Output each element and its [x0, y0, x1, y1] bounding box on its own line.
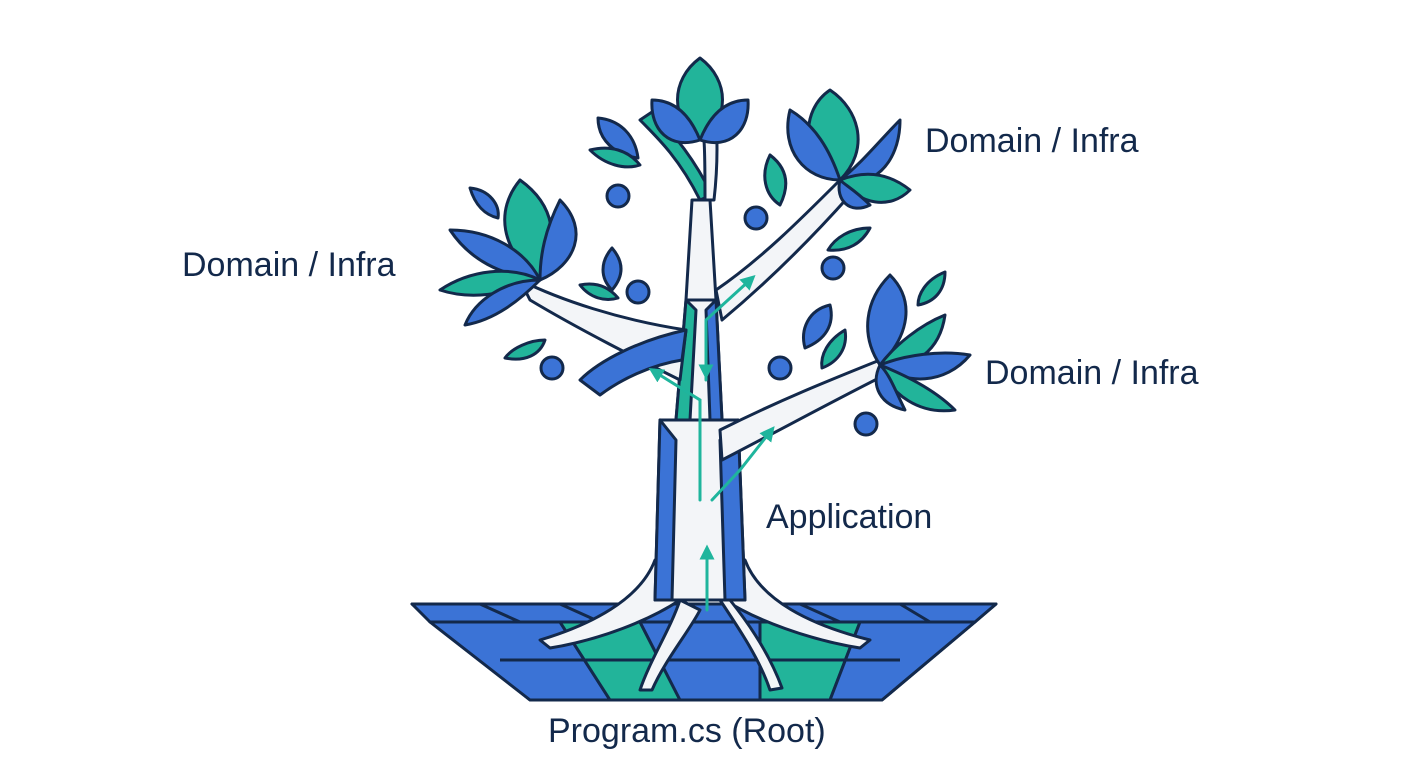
label-domain-infra-left: Domain / Infra: [182, 246, 396, 284]
leaf-icon: [463, 278, 542, 327]
circle-nodes: [539, 183, 879, 437]
label-application: Application: [766, 498, 933, 536]
circle-node-icon: [743, 205, 769, 231]
arrow-up-icon: [648, 368, 702, 442]
leaf-icon: [698, 98, 750, 145]
leaf-icon: [601, 246, 623, 292]
circle-node-icon: [625, 279, 651, 305]
flow-arrows: [648, 274, 775, 612]
twig-leaves: [503, 116, 872, 370]
leaf-icon: [588, 146, 642, 169]
leaf-icon: [820, 328, 848, 370]
ground-base: [410, 602, 998, 702]
arrow-up-icon: [710, 426, 775, 502]
leaf-icon: [916, 270, 947, 307]
leaf-icon: [874, 363, 907, 412]
leaf-icon: [578, 282, 620, 301]
label-program-root: Program.cs (Root): [548, 712, 826, 750]
leaf-cluster-top-right: [786, 88, 912, 210]
label-domain-infra-top-right: Domain / Infra: [925, 122, 1139, 160]
circle-node-icon: [605, 183, 631, 209]
circle-node-icon: [853, 411, 879, 437]
leaf-icon: [826, 226, 872, 252]
leaf-icon: [802, 303, 833, 350]
circle-node-icon: [820, 255, 846, 281]
roots: [538, 558, 872, 692]
leaf-icon: [763, 153, 788, 207]
circle-node-icon: [767, 355, 793, 381]
leaf-icon: [468, 186, 500, 220]
circle-node-icon: [539, 355, 565, 381]
leaf-icon: [837, 178, 872, 210]
label-domain-infra-mid-right: Domain / Infra: [985, 354, 1199, 392]
leaf-icon: [596, 116, 640, 160]
leaf-cluster-left: [438, 178, 578, 327]
leaf-icon: [503, 338, 547, 361]
leaf-cluster-mid-right: [866, 270, 972, 413]
leaf-cluster-top: [650, 56, 750, 145]
